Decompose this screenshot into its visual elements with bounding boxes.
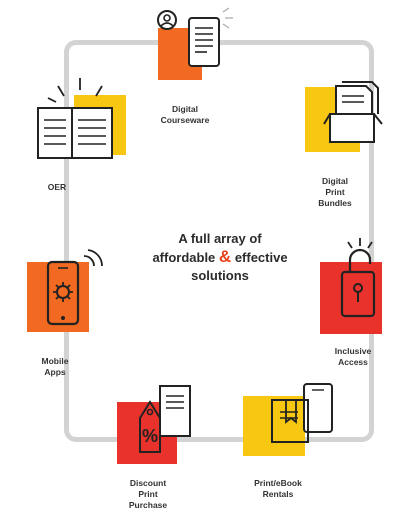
price-tag-icon: %: [139, 385, 191, 453]
digital-print-bundles-label: Digital Print Bundles: [318, 176, 352, 208]
tagline-affordable: affordable: [152, 250, 216, 265]
tagline-line-2: affordable & effective: [120, 248, 320, 267]
discount-print-purchase-label: Discount Print Purchase: [128, 478, 168, 510]
print-ebook-rentals-square: [243, 396, 305, 456]
open-book-icon: [37, 78, 113, 159]
svg-text:%: %: [142, 426, 158, 446]
tablet-user-icon: [157, 7, 233, 67]
tagline-ampersand: &: [218, 247, 232, 266]
book-and-tablet-icon: [271, 383, 333, 443]
digital-courseware-label: Digital Courseware: [160, 104, 210, 125]
open-box-icon: [323, 81, 383, 143]
inclusive-access-square: [320, 262, 382, 334]
oer-label: OER: [47, 182, 67, 192]
center-tagline: A full array of affordable & effective s…: [120, 230, 320, 285]
unlocked-padlock-icon: [340, 238, 376, 318]
tagline-line-3: solutions: [191, 268, 249, 283]
phone-gear-icon: [46, 249, 103, 326]
mobile-apps-label: Mobile Apps: [41, 356, 69, 377]
inclusive-access-label: Inclusive Access: [334, 346, 372, 367]
print-ebook-rentals-label: Print/eBook Rentals: [254, 478, 302, 499]
tagline-effective: effective: [234, 250, 288, 265]
tagline-line-1: A full array of: [178, 231, 262, 246]
